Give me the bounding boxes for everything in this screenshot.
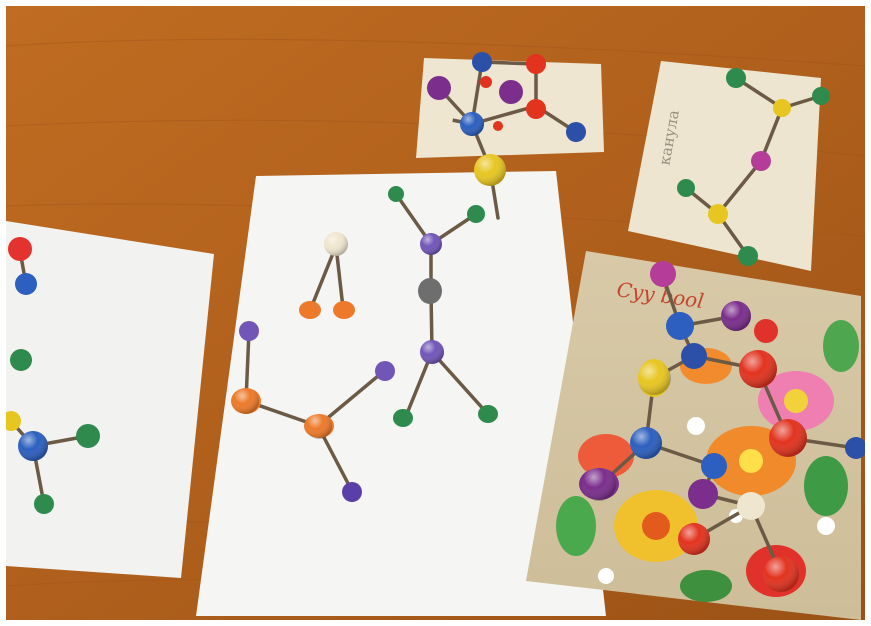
ball xyxy=(845,437,865,459)
ball xyxy=(650,261,676,287)
ball xyxy=(499,80,523,104)
ball xyxy=(388,186,404,202)
ball xyxy=(427,76,451,100)
ball xyxy=(493,121,503,131)
ball xyxy=(418,278,442,304)
ball xyxy=(478,405,498,423)
ball xyxy=(393,409,413,427)
ball xyxy=(773,99,791,117)
ball xyxy=(708,204,728,224)
ball xyxy=(737,492,765,520)
ball xyxy=(701,453,727,479)
ball xyxy=(738,246,758,266)
notebook xyxy=(526,251,861,620)
ball xyxy=(472,52,492,72)
ball xyxy=(666,312,694,340)
ball xyxy=(10,349,32,371)
top-card xyxy=(416,58,604,158)
ball xyxy=(431,107,453,129)
ball xyxy=(375,361,395,381)
ball xyxy=(299,301,321,319)
ball xyxy=(751,151,771,171)
ball xyxy=(76,424,100,448)
ball xyxy=(333,301,355,319)
ball xyxy=(677,179,695,197)
ball xyxy=(526,99,546,119)
ball xyxy=(8,237,32,261)
right-card xyxy=(628,61,821,271)
ball xyxy=(526,54,546,74)
ball xyxy=(6,411,21,431)
ball xyxy=(566,122,586,142)
ball xyxy=(726,68,746,88)
photo-scene: канула Cyy bool xyxy=(6,6,865,620)
ball xyxy=(812,87,830,105)
ball xyxy=(15,273,37,295)
center-paper-sheet xyxy=(196,171,606,616)
ball xyxy=(681,343,707,369)
ball xyxy=(688,479,718,509)
ball xyxy=(480,76,492,88)
ball xyxy=(342,482,362,502)
ball xyxy=(34,494,54,514)
ball xyxy=(467,205,485,223)
ball xyxy=(239,321,259,341)
left-paper-sheet xyxy=(6,221,214,578)
ball-highlights xyxy=(18,112,807,592)
